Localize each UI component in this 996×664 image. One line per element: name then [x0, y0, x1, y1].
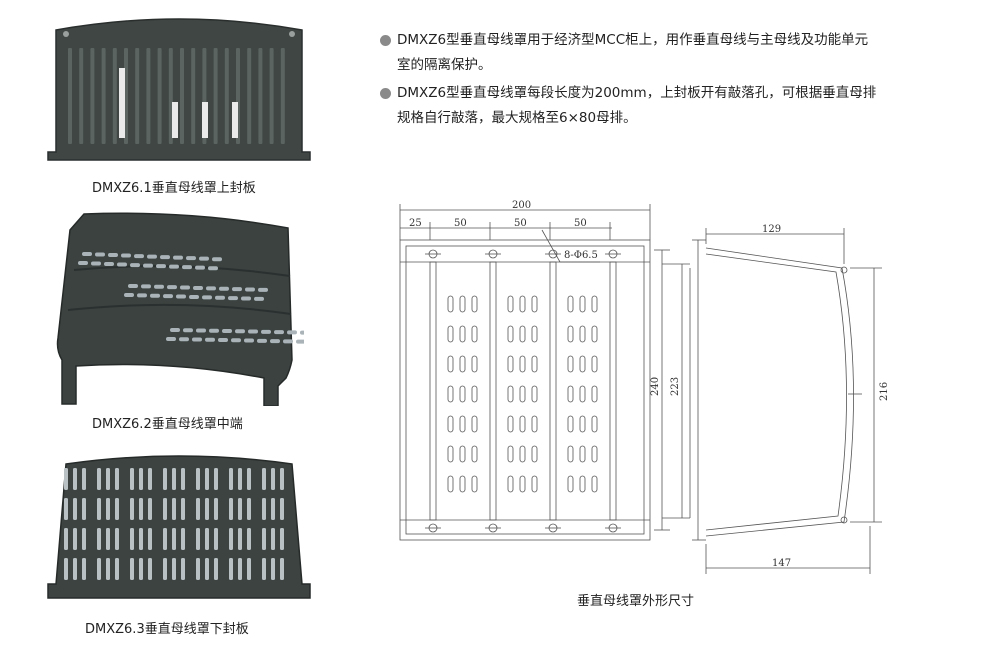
dim-overall-width: 200 — [512, 200, 531, 211]
bottom-cover-plate-photo — [47, 455, 311, 599]
description-bullet: DMXZ6型垂直母线罩用于经济型MCC柜上，用作垂直母线与主母线及功能单元 室的… — [380, 28, 955, 78]
top-cover-plate-caption: DMXZ6.1垂直母线罩上封板 — [92, 181, 256, 196]
product-description: DMXZ6型垂直母线罩用于经济型MCC柜上，用作垂直母线与主母线及功能单元 室的… — [380, 28, 955, 134]
dim-side-height: 216 — [879, 382, 890, 401]
dim-height-outer: 240 — [650, 377, 661, 396]
dim-segment-2: 50 — [454, 218, 467, 229]
dim-height-inner: 223 — [670, 377, 681, 396]
bullet-line: 规格自行敲落，最大规格至6×80母排。 — [397, 110, 637, 126]
bottom-cover-plate-caption: DMXZ6.3垂直母线罩下封板 — [85, 622, 249, 637]
bullet-line: DMXZ6型垂直母线罩每段长度为200mm，上封板开有敲落孔，可根据垂直母排 — [397, 85, 877, 101]
dimension-drawing: 200 25 50 50 50 8-Φ6.5 240 223 129 147 2… — [399, 200, 890, 574]
middle-section-caption: DMXZ6.2垂直母线罩中端 — [92, 417, 243, 432]
drawing-caption: 垂直母线罩外形尺寸 — [577, 594, 695, 609]
dim-side-bottom-width: 147 — [772, 558, 791, 569]
bullet-dot-icon — [380, 35, 391, 46]
middle-section-photo — [56, 212, 304, 406]
dim-segment-3: 50 — [514, 218, 527, 229]
hole-note: 8-Φ6.5 — [564, 250, 598, 261]
dim-segment-4: 50 — [574, 218, 587, 229]
top-cover-plate-photo — [47, 18, 311, 161]
dim-segment-1: 25 — [409, 218, 422, 229]
bullet-line: DMXZ6型垂直母线罩用于经济型MCC柜上，用作垂直母线与主母线及功能单元 — [397, 32, 869, 48]
bullet-dot-icon — [380, 88, 391, 99]
dim-side-top-width: 129 — [762, 224, 781, 235]
bullet-line: 室的隔离保护。 — [397, 57, 492, 73]
description-bullet: DMXZ6型垂直母线罩每段长度为200mm，上封板开有敲落孔，可根据垂直母排 规… — [380, 81, 955, 131]
